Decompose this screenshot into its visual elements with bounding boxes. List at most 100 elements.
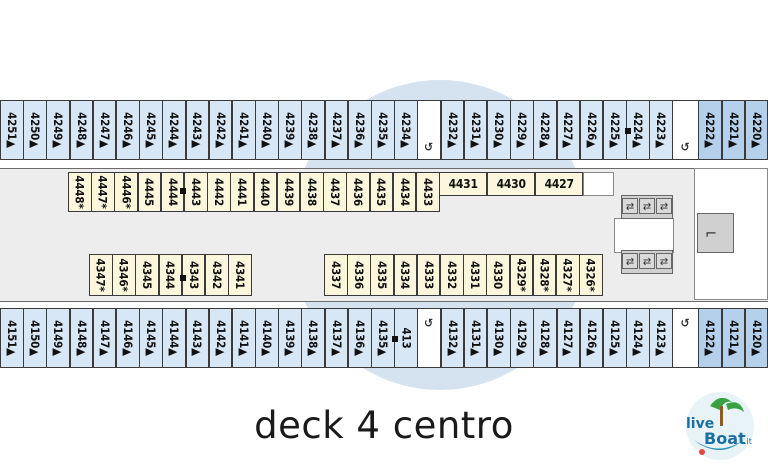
svg-text:.it: .it <box>744 437 752 446</box>
connecting-door-marker <box>180 275 186 281</box>
cabin-number: 4143▲ <box>190 320 205 356</box>
cabin-number: 4336 <box>352 261 367 289</box>
cabin-top-inner: 4446* <box>114 172 139 212</box>
cabin-number: 4447* <box>96 175 111 209</box>
cabin-top-outer: 4250▲ <box>23 100 47 160</box>
cabin-top-inner: 4440 <box>253 172 278 212</box>
cabin-bottom-outer: 4145▲ <box>139 308 163 368</box>
cabin-number: 4331 <box>468 261 483 289</box>
cabin-number: 4329* <box>514 258 529 292</box>
stairwell-area <box>614 218 674 253</box>
cabin-bottom-inner: 4330 <box>486 254 511 296</box>
cabin-number: 4438 <box>304 178 319 206</box>
cabin-number: 4444 <box>165 178 180 206</box>
cabin-number: 4239▲ <box>283 112 298 148</box>
cabin-number: 4335 <box>375 261 390 289</box>
cabin-number: 4445 <box>142 178 157 206</box>
cabin-number: 4342 <box>209 261 224 289</box>
cabin-top-outer: 4226▲ <box>579 100 604 160</box>
cabin-top-outer: 4228▲ <box>533 100 557 160</box>
cabin-bottom-inner: 4331 <box>463 254 487 296</box>
cabin-bottom-outer: 4144▲ <box>162 308 186 368</box>
cabin-top-inner: 4439 <box>276 172 301 212</box>
cabin-number: 4442 <box>212 178 227 206</box>
cabin-top-outer: 4232▲ <box>440 100 465 160</box>
cabin-number: 4249▲ <box>51 112 66 148</box>
cabin-number: 4234▲ <box>399 112 414 148</box>
cabin-number: 4121▲ <box>726 320 741 356</box>
cabin-number: 4345 <box>140 261 155 289</box>
cabin-top-outer: 4247▲ <box>92 100 117 160</box>
cabin-number: 4129▲ <box>514 320 529 356</box>
cabin-number: 4137▲ <box>329 320 344 356</box>
cabin-number: 4226▲ <box>584 112 599 148</box>
cabin-number: 4347* <box>93 258 108 292</box>
cabin-number: 4328* <box>537 258 552 292</box>
cabin-number: 4235▲ <box>375 112 390 148</box>
cabin-number: 4237▲ <box>329 112 344 148</box>
cabin-top-outer: 4244▲ <box>162 100 186 160</box>
cabin-number: 4142▲ <box>213 320 228 356</box>
cabin-top-outer: 4234▲ <box>394 100 418 160</box>
cabin-top-outer: 4235▲ <box>371 100 395 160</box>
cabin-number: 4341 <box>233 261 248 289</box>
cabin-top-outer: 4246▲ <box>115 100 140 160</box>
cabin-top-outer: 4229▲ <box>510 100 534 160</box>
cabin-bottom-outer: 4150▲ <box>23 308 47 368</box>
cabin-bottom-outer: 4126▲ <box>579 308 604 368</box>
connecting-door-marker <box>625 128 631 134</box>
elevator-icon: ⇄ <box>656 253 672 269</box>
cabin-number: 4332 <box>444 261 459 289</box>
cabin-number: 4246▲ <box>120 112 135 148</box>
cabin-number: 4140▲ <box>259 320 274 356</box>
cabin-top-outer: 4238▲ <box>301 100 326 160</box>
cabin-number: 4231▲ <box>468 112 483 148</box>
cabin-number: 4138▲ <box>306 320 321 356</box>
cabin-bottom-inner: 4345 <box>135 254 160 296</box>
cabin-number: 4221▲ <box>726 112 741 148</box>
cabin-bottom-inner: 4342 <box>205 254 229 296</box>
cabin-top-outer: 4237▲ <box>324 100 349 160</box>
cabin-number: 4123▲ <box>654 320 669 356</box>
staircase <box>697 213 734 253</box>
cabin-top-outer: 4231▲ <box>463 100 488 160</box>
cabin-bottom-outer: 4130▲ <box>486 308 511 368</box>
cabin-top-outer: 4221▲ <box>721 100 746 160</box>
cabin-bottom-outer: 4123▲ <box>649 308 673 368</box>
cabin-number: 4128▲ <box>538 320 553 356</box>
cabin-bottom-inner: 4347* <box>89 254 113 296</box>
cabin-number: 4236▲ <box>352 112 367 148</box>
cabin-number: 4333 <box>421 261 436 289</box>
cabin-number: 4337 <box>328 261 343 289</box>
cabin-top-inner: 4435 <box>369 172 394 212</box>
liveboat-logo-icon: live Boat .it <box>686 392 754 460</box>
cabin-top-inner-wide: 4427 <box>535 172 584 196</box>
cabin-bottom-outer: 4141▲ <box>231 308 256 368</box>
cabin-number: 4151▲ <box>4 320 19 356</box>
cabin-number: 4244▲ <box>167 112 182 148</box>
cabin-top-outer: 4223▲ <box>649 100 673 160</box>
cabin-top-outer: 4236▲ <box>347 100 372 160</box>
cabin-number: 4343 <box>186 261 201 289</box>
cabin-top-inner: 4441 <box>230 172 255 212</box>
cabin-number: 4122▲ <box>703 320 718 356</box>
cabin-number: 4127▲ <box>561 320 576 356</box>
cabin-bottom-outer: 4136▲ <box>347 308 372 368</box>
elevator-icon: ⇄ <box>622 198 638 214</box>
cabin-top-inner: 4436 <box>346 172 371 212</box>
svg-text:live: live <box>686 416 714 432</box>
elevator-icon: ⇄ <box>639 253 655 269</box>
cabin-number: 4251▲ <box>4 112 19 148</box>
cabin-number: 4441 <box>235 178 250 206</box>
cabin-number: 4245▲ <box>143 112 158 148</box>
elevator-icon: ⇄ <box>622 253 638 269</box>
cabin-number: 4334 <box>398 261 413 289</box>
cabin-number: 4344 <box>163 261 178 289</box>
cabin-bottom-outer: 4128▲ <box>533 308 557 368</box>
cabin-bottom-outer: 4125▲ <box>602 308 627 368</box>
cabin-top-outer: 4245▲ <box>139 100 163 160</box>
cabin-bottom-inner: 4341 <box>228 254 252 296</box>
deck-caption: deck 4 centro <box>254 404 514 447</box>
cabin-number: 4330 <box>491 261 506 289</box>
